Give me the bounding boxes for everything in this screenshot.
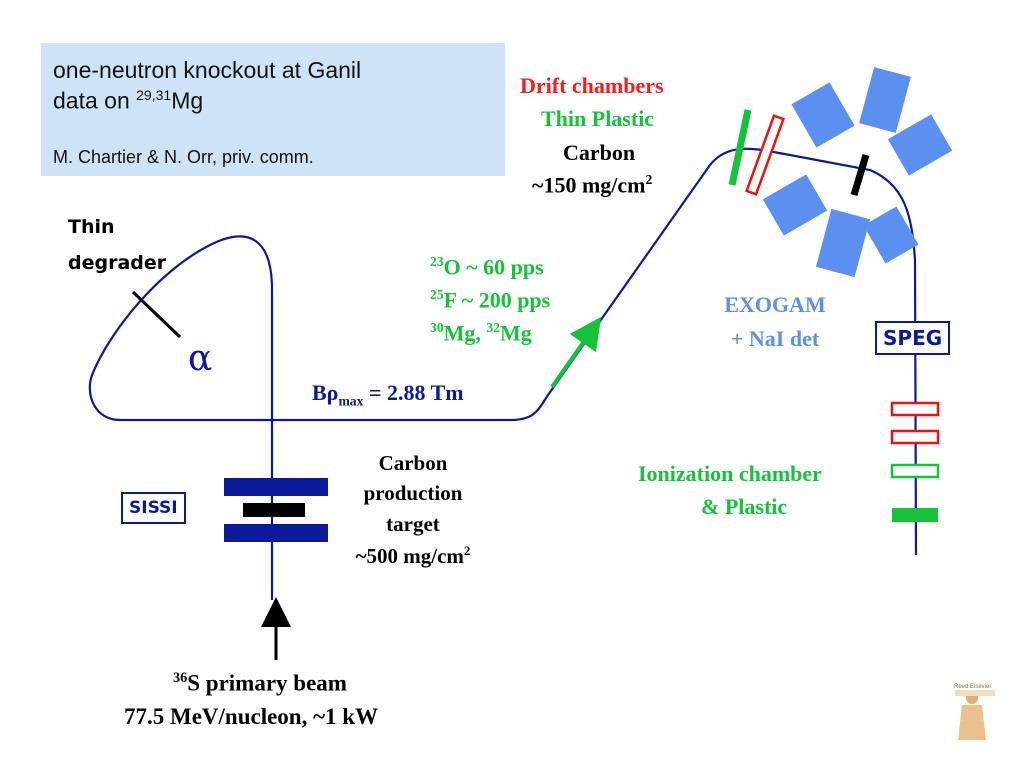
logo-text: Reed Elsevier xyxy=(954,684,992,690)
drift-chamber xyxy=(745,114,785,196)
label-drift-chambers: Drift chambers xyxy=(520,73,664,98)
focal-detector-2 xyxy=(890,429,940,445)
sissi-loop xyxy=(88,235,510,600)
label-primary-beam: 36S primary beam xyxy=(173,670,347,696)
label-ionization-chamber: Ionization chamber xyxy=(638,461,822,486)
focal-detector-4 xyxy=(892,508,938,522)
label-nai: + NaI det xyxy=(730,326,820,351)
title-line1: one-neutron knockout at Ganil xyxy=(53,57,362,83)
title-box: one-neutron knockout at Ganil data on 29… xyxy=(41,43,505,176)
thin-plastic-bar xyxy=(728,109,752,186)
reed-elsevier-logo xyxy=(955,690,995,740)
label-target-production: production xyxy=(363,481,463,505)
secondary-beam-arrow xyxy=(550,316,602,389)
label-carbon-top-thickness: ~150 mg/cm2 xyxy=(532,172,653,198)
degrader-bar xyxy=(131,290,182,339)
label-alpha: α xyxy=(188,338,213,379)
label-thin: Thin xyxy=(68,216,115,238)
label-target-carbon: Carbon xyxy=(378,451,448,475)
label-plastic: & Plastic xyxy=(701,494,788,519)
label-sissi: SISSI xyxy=(121,492,186,524)
title-line2-post: Mg xyxy=(171,87,204,114)
label-25f: 25F ~ 200 pps xyxy=(430,287,551,313)
label-23o: 23O ~ 60 pps xyxy=(430,254,544,280)
label-brho: Bρmax = 2.88 Tm xyxy=(312,380,464,409)
title-line2: data on 29,31Mg xyxy=(53,87,203,115)
label-target-thickness: ~500 mg/cm2 xyxy=(355,543,471,568)
sissi-magnet-top xyxy=(224,478,328,496)
label-target-target: target xyxy=(386,512,440,536)
label-mg: 30Mg, 32Mg xyxy=(430,320,532,346)
exogam-detectors xyxy=(762,67,953,278)
sissi-target xyxy=(243,503,305,517)
label-carbon-top: Carbon xyxy=(563,140,636,165)
label-exogam: EXOGAM xyxy=(724,292,826,317)
label-degrader: degrader xyxy=(68,252,167,274)
focal-detector-3 xyxy=(890,463,940,479)
focal-detector-1 xyxy=(890,401,940,417)
label-thin-plastic: Thin Plastic xyxy=(541,106,655,131)
title-line2-sup: 29,31 xyxy=(136,87,172,103)
label-primary-energy: 77.5 MeV/nucleon, ~1 kW xyxy=(124,704,379,729)
title-credit: M. Chartier & N. Orr, priv. comm. xyxy=(53,147,314,167)
label-speg: SPEG xyxy=(875,321,951,355)
sissi-magnet-bottom xyxy=(224,524,328,542)
title-line2-pre: data on xyxy=(53,87,137,114)
carbon-target-top xyxy=(850,153,870,197)
